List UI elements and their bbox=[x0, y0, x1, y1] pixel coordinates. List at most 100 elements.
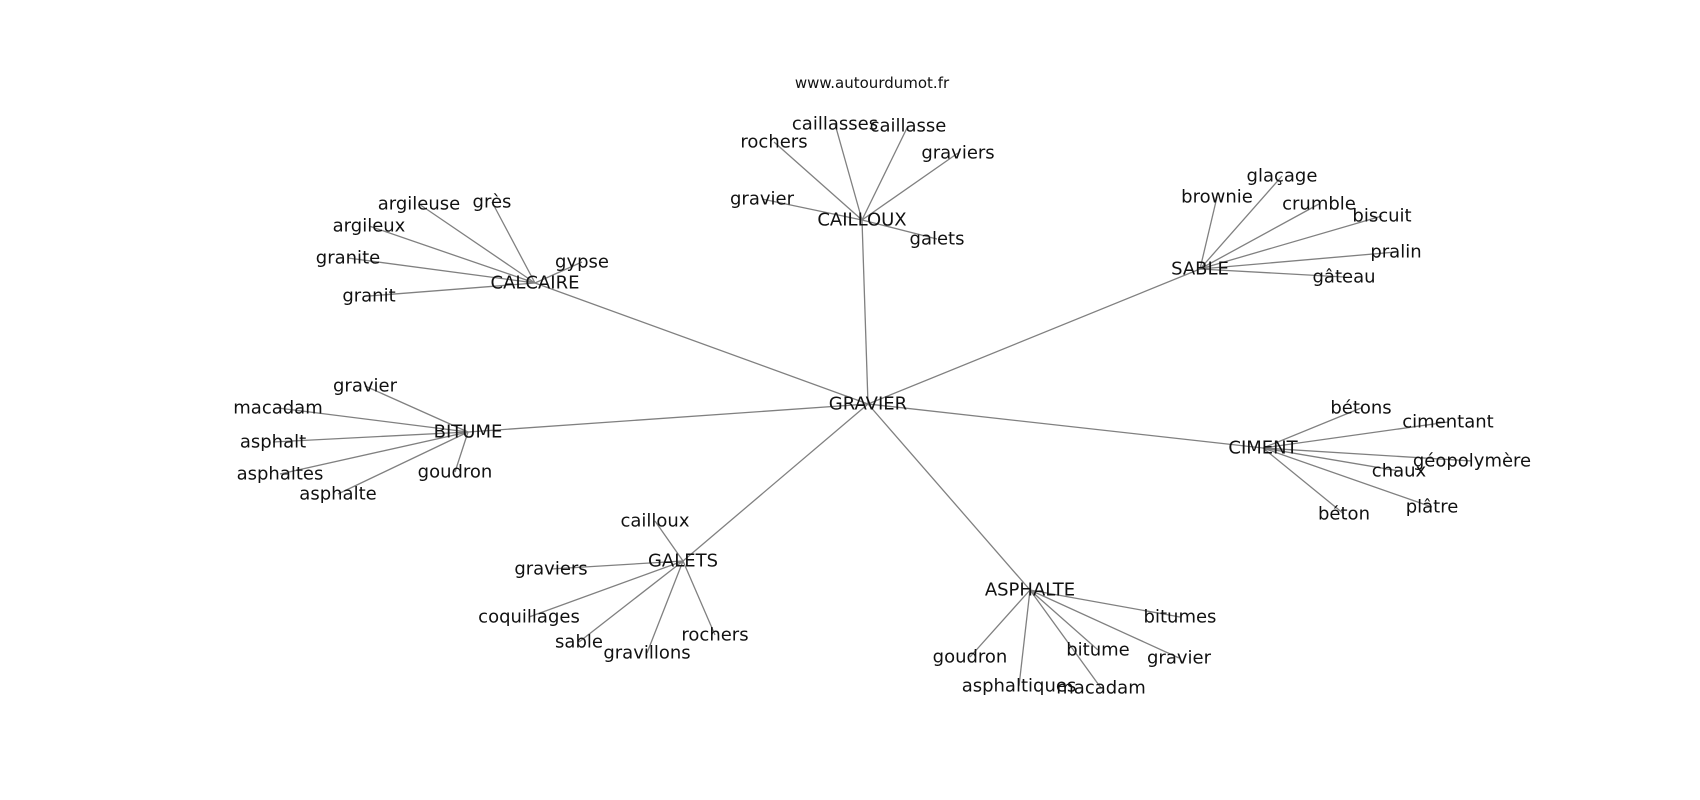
edge-hub-leaf bbox=[646, 560, 684, 654]
leaf-node-label: plâtre bbox=[1406, 497, 1459, 518]
edge-hub-leaf bbox=[1199, 251, 1397, 270]
leaf-node-label: cailloux bbox=[620, 511, 689, 532]
edge-hub-leaf bbox=[1199, 196, 1218, 270]
hub-node-label: ASPHALTE bbox=[985, 580, 1075, 601]
edge-hub-leaf bbox=[1029, 589, 1181, 618]
leaf-node-label: argileuse bbox=[378, 194, 460, 215]
edge-center-hub bbox=[861, 219, 869, 405]
leaf-node-label: asphaltes bbox=[237, 464, 324, 485]
leaf-node-label: gypse bbox=[555, 252, 609, 273]
edge-hub-leaf bbox=[368, 225, 536, 284]
edge-hub-leaf bbox=[454, 431, 469, 473]
edge-hub-leaf bbox=[1018, 589, 1031, 687]
leaf-node-label: asphaltiques bbox=[962, 676, 1077, 697]
hub-node-label: CALCAIRE bbox=[491, 273, 580, 294]
leaf-node-label: pralin bbox=[1370, 242, 1421, 263]
edge-hub-leaf bbox=[368, 282, 536, 297]
edge-center-hub bbox=[867, 403, 1264, 449]
leaf-node-label: granite bbox=[316, 248, 380, 269]
center-node-label: GRAVIER bbox=[829, 394, 907, 415]
leaf-node-label: coquillages bbox=[478, 607, 580, 628]
leaf-node-label: argileux bbox=[333, 216, 406, 237]
edge-hub-leaf bbox=[969, 589, 1031, 658]
edge-hub-leaf bbox=[761, 198, 863, 221]
edge-center-hub bbox=[682, 403, 869, 562]
edge-hub-leaf bbox=[861, 219, 938, 240]
hub-node-label: CAILLOUX bbox=[817, 210, 906, 231]
edge-hub-leaf bbox=[347, 257, 536, 284]
edge-hub-leaf bbox=[861, 152, 959, 221]
leaf-node-label: gravier bbox=[1147, 648, 1212, 669]
leaf-node-label: caillasses bbox=[792, 114, 878, 135]
edge-hub-leaf bbox=[1262, 447, 1473, 462]
leaf-node-label: bitume bbox=[1066, 640, 1130, 661]
leaf-node-label: bitumes bbox=[1144, 607, 1217, 628]
leaf-node-label: biscuit bbox=[1352, 206, 1411, 227]
edge-hub-leaf bbox=[364, 385, 469, 433]
edge-center-hub bbox=[467, 403, 869, 433]
leaf-node-label: rochers bbox=[740, 132, 807, 153]
edge-hub-leaf bbox=[418, 203, 536, 284]
leaf-node-label: gâteau bbox=[1312, 267, 1375, 288]
leaf-node-label: gravier bbox=[730, 189, 795, 210]
leaf-node-label: géopolymère bbox=[1413, 451, 1531, 472]
leaf-node-label: asphalt bbox=[240, 432, 306, 453]
leaf-node-label: granit bbox=[342, 286, 395, 307]
leaf-node-label: graviers bbox=[921, 143, 994, 164]
leaf-node-label: rochers bbox=[681, 625, 748, 646]
edge-hub-leaf bbox=[1029, 589, 1102, 689]
leaf-node-label: sable bbox=[555, 632, 603, 653]
edge-hub-leaf bbox=[682, 560, 716, 636]
leaf-node-label: gravier bbox=[333, 376, 398, 397]
leaf-node-label: asphalte bbox=[299, 484, 376, 505]
edge-hub-leaf bbox=[861, 125, 909, 221]
edge-center-hub bbox=[867, 403, 1031, 591]
leaf-node-label: chaux bbox=[1372, 461, 1427, 482]
leaf-node-label: graviers bbox=[514, 559, 587, 580]
edge-hub-leaf bbox=[1199, 175, 1283, 270]
leaf-node-label: caillasse bbox=[870, 116, 947, 137]
source-label: www.autourdumot.fr bbox=[795, 74, 950, 92]
leaf-node-label: béton bbox=[1318, 504, 1370, 525]
edge-hub-leaf bbox=[773, 141, 863, 221]
leaf-node-label: goudron bbox=[418, 462, 493, 483]
edge-hub-leaf bbox=[277, 407, 469, 433]
edge-hub-leaf bbox=[550, 560, 684, 570]
leaf-node-label: cimentant bbox=[1402, 412, 1493, 433]
edge-hub-leaf bbox=[834, 123, 863, 221]
hub-node-label: SABLE bbox=[1171, 259, 1229, 280]
leaf-node-label: grès bbox=[473, 192, 512, 213]
edge-hub-leaf bbox=[534, 261, 583, 284]
edge-hub-leaf bbox=[1262, 447, 1433, 508]
leaf-node-label: goudron bbox=[933, 647, 1008, 668]
hub-node-label: CIMENT bbox=[1228, 438, 1298, 459]
leaf-node-label: crumble bbox=[1282, 194, 1356, 215]
leaf-node-label: gravillons bbox=[603, 643, 690, 664]
edge-hub-leaf bbox=[272, 431, 469, 443]
edge-hub-leaf bbox=[1199, 215, 1383, 270]
leaf-node-label: bétons bbox=[1330, 398, 1391, 419]
edge-hub-leaf bbox=[1029, 589, 1180, 659]
edge-hub-leaf bbox=[528, 560, 684, 618]
edge-center-hub bbox=[534, 282, 869, 405]
edge-hub-leaf bbox=[1262, 407, 1362, 449]
edge-hub-leaf bbox=[1029, 589, 1099, 651]
edge-center-hub bbox=[867, 268, 1201, 405]
leaf-node-label: glaçage bbox=[1247, 166, 1318, 187]
edge-hub-leaf bbox=[491, 201, 536, 284]
edges bbox=[272, 123, 1473, 689]
hub-node-label: BITUME bbox=[434, 422, 503, 443]
edge-hub-leaf bbox=[279, 431, 469, 475]
hub-node-label: GALETS bbox=[648, 551, 718, 572]
edge-hub-leaf bbox=[578, 560, 684, 643]
edge-hub-leaf bbox=[1199, 268, 1345, 278]
edge-hub-leaf bbox=[1262, 447, 1400, 472]
edge-hub-leaf bbox=[1262, 421, 1449, 449]
edge-hub-leaf bbox=[337, 431, 469, 495]
leaf-node-label: macadam bbox=[233, 398, 322, 419]
leaf-node-label: galets bbox=[910, 229, 965, 250]
edge-hub-leaf bbox=[1262, 447, 1345, 515]
